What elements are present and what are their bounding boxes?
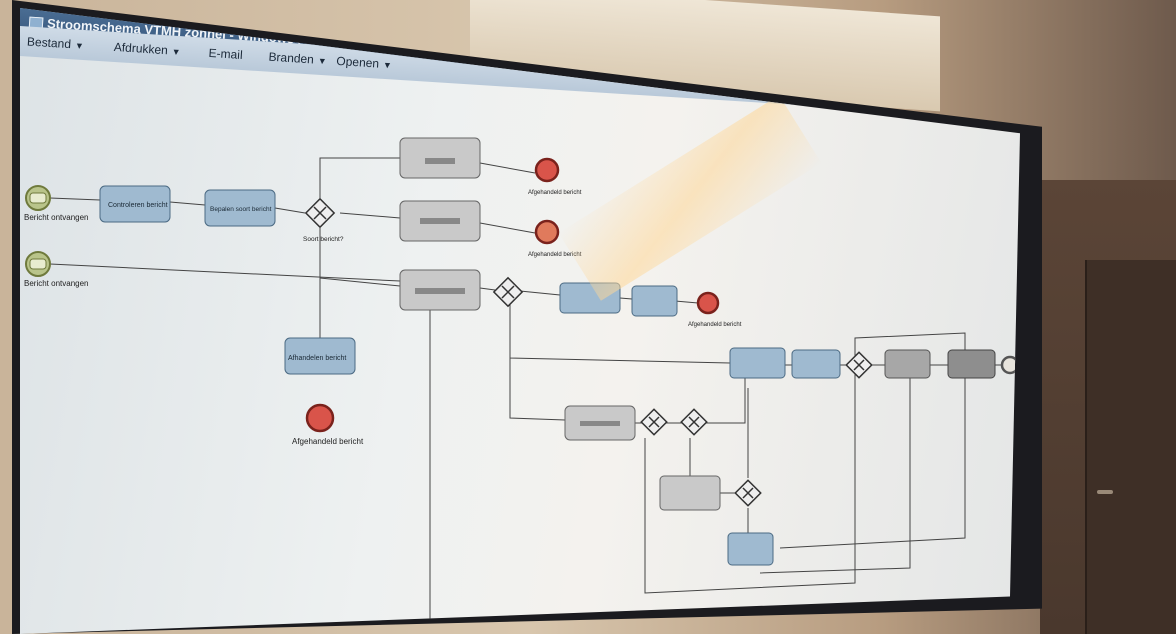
task-verwerken (791, 349, 841, 379)
task-bepalen-soort-bericht (204, 189, 276, 227)
gateway-uitvoeren (680, 408, 708, 436)
task-bepalen-label: Bepalen soort bericht (210, 206, 272, 213)
menu-openen-label: Openen (335, 53, 380, 71)
menu-email[interactable]: E-mail (208, 46, 243, 62)
task-afhandelen-label: Afhandelen bericht (288, 355, 346, 362)
gateway-soort-label: Soort bericht? (303, 236, 344, 243)
menu-afdrukken[interactable]: Afdrukken▼ (113, 40, 181, 58)
gateway-toegestaan (640, 408, 668, 436)
flow-connectors (49, 157, 1005, 629)
task-afhandelen-bericht (284, 337, 356, 375)
task-melden-afwijking (631, 285, 678, 317)
diagram-canvas: Bericht ontvangen Bericht ontvangen Cont… (20, 8, 1020, 634)
chevron-down-icon: ▼ (317, 55, 327, 67)
end-event-3 (696, 291, 720, 315)
end2-label: Afgehandeld bericht (528, 252, 582, 258)
gateway-afwijking (492, 276, 524, 308)
gateway-gereed (734, 479, 762, 507)
task-behandelen-onderzoek (399, 200, 481, 242)
task-archiveren (947, 349, 996, 379)
chevron-down-icon: ▼ (382, 59, 393, 71)
task-aanmaken-melding (399, 269, 481, 311)
menu-openen[interactable]: Openen▼ (336, 54, 392, 71)
end1-label: Afgehandeld bericht (528, 190, 582, 196)
task-behandelen-klacht (399, 137, 481, 179)
chevron-down-icon: ▼ (171, 46, 181, 58)
gateway-merge-1 (845, 351, 873, 379)
gateway-soort-bericht (304, 197, 336, 229)
start-event-2 (25, 251, 51, 277)
task-uitvoeren-opdracht (729, 347, 786, 379)
end4-label: Afgehandeld bericht (292, 437, 364, 446)
end-event-1 (534, 157, 560, 183)
door (1085, 260, 1176, 634)
task-opstellen-plan (564, 405, 636, 441)
menu-email-label: E-mail (208, 45, 244, 63)
task-controleren-afwijking (559, 282, 621, 314)
flowchart-diagram: Bericht ontvangen Bericht ontvangen Cont… (24, 137, 1020, 629)
menu-afdrukken-label: Afdrukken (113, 39, 169, 58)
chevron-down-icon: ▼ (74, 40, 85, 52)
door-handle (1097, 490, 1113, 494)
end3-label: Afgehandeld bericht (688, 322, 742, 328)
task-controleren-bericht (99, 185, 171, 223)
task-controleren-label: Controleren bericht (108, 202, 168, 209)
menu-bestand[interactable]: Bestand▼ (27, 34, 85, 52)
task-uitvoeren-onderhoud (659, 475, 721, 511)
end-event-4 (305, 403, 335, 433)
end-event-2 (534, 219, 560, 245)
start2-label: Bericht ontvangen (24, 279, 89, 288)
menu-branden[interactable]: Branden▼ (268, 50, 327, 68)
task-rapporteren (727, 532, 774, 566)
task-afsluiten (884, 349, 931, 379)
menu-branden-label: Branden (268, 49, 315, 67)
start1-label: Bericht ontvangen (24, 213, 89, 222)
menu-bestand-label: Bestand (26, 34, 72, 52)
monitor-screen: Bericht ontvangen Bericht ontvangen Cont… (20, 8, 1020, 634)
start-event-1 (25, 185, 51, 211)
